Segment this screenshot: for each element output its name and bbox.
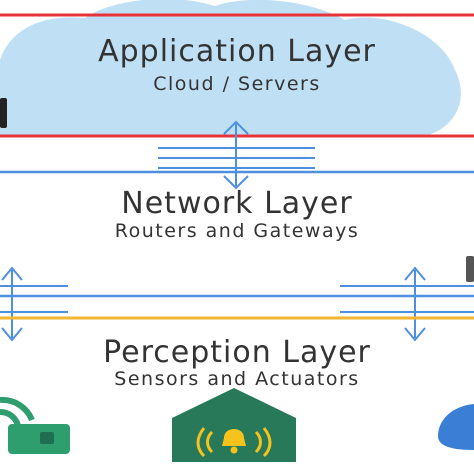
perception-layer-subtitle: Sensors and Actuators: [114, 368, 360, 390]
device-icon: [466, 256, 474, 282]
bidirectional-arrow-icon: [340, 266, 474, 342]
network-layer-subtitle: Routers and Gateways: [114, 220, 360, 242]
network-layer-title: Network Layer: [121, 186, 353, 221]
bidirectional-arrow-icon: [158, 120, 315, 190]
server-icon: [0, 98, 7, 128]
application-layer-subtitle: Cloud / Servers: [153, 73, 321, 95]
perception-layer-title: Perception Layer: [103, 335, 371, 370]
device-icon: [438, 404, 474, 450]
cloud-icon: [0, 0, 461, 136]
wifi-sensor-icon: [0, 396, 70, 454]
bell-actuator-icon: [172, 388, 296, 462]
bidirectional-arrow-icon: [0, 266, 68, 342]
application-layer-title: Application Layer: [98, 34, 376, 69]
